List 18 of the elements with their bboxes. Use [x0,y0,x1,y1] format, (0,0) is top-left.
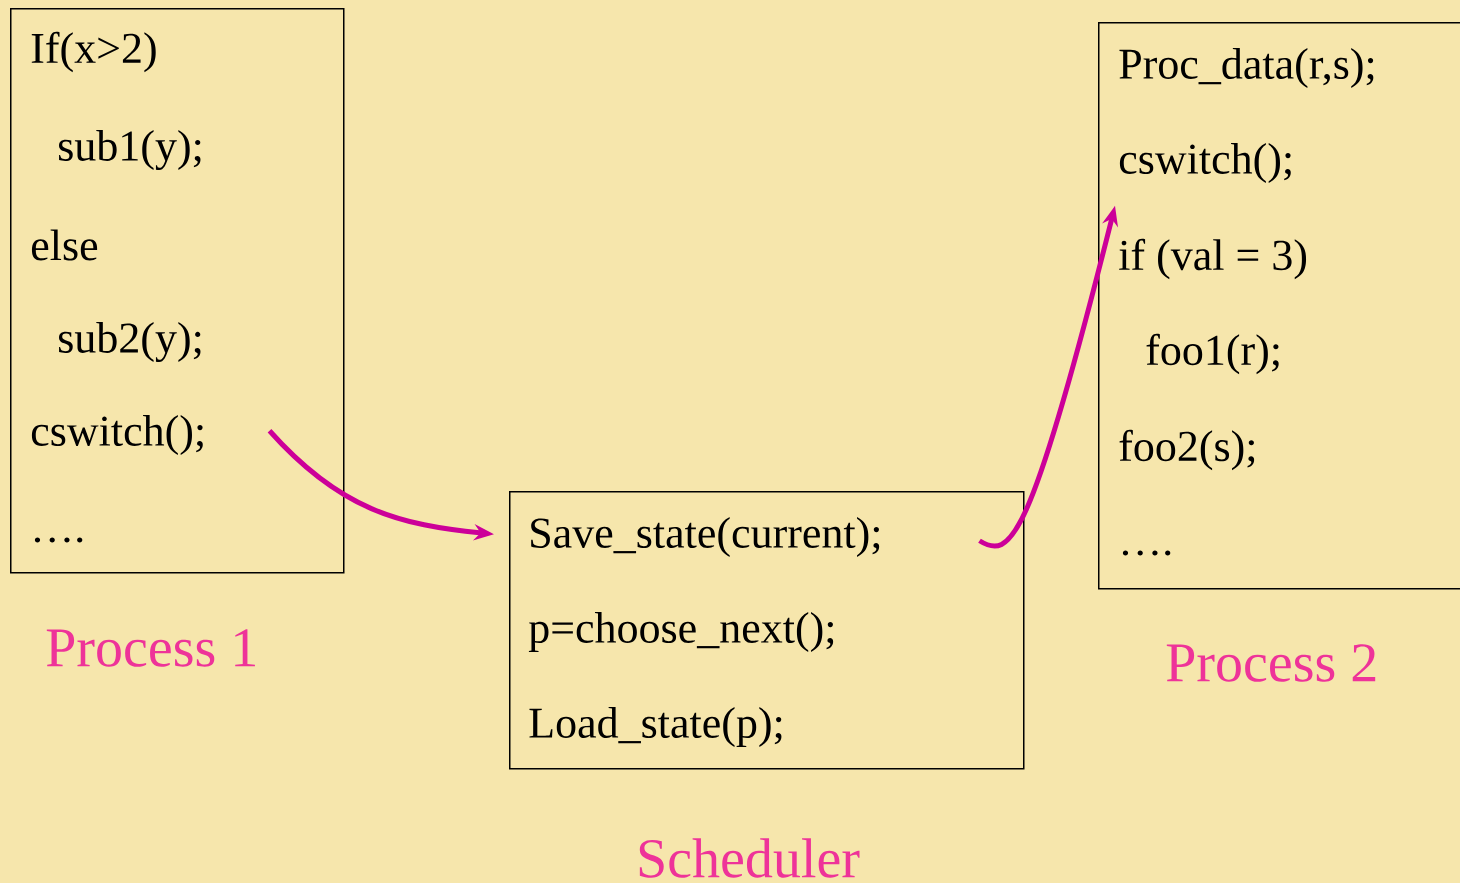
code-line: Save_state(current); [531,517,880,557]
process-label: Process 2 [1166,644,1376,682]
code-line: foo2(s); [1119,429,1255,471]
code-line: Load_state(p); [529,707,782,747]
code-line: foo1(r); [1146,333,1279,375]
code-line: if (val = 3) [1119,238,1307,280]
code-line: cswitch(); [31,415,203,455]
code-line: sub2(y); [59,322,201,362]
process-label: Scheduler [639,838,860,878]
code-line: p=choose_next(); [528,612,834,652]
code-line: else [31,229,98,261]
code-line: …. [1122,550,1171,556]
code-line: …. [34,537,83,543]
code-line: Proc_data(r,s); [1119,48,1374,88]
code-line: If(x>2) [31,31,156,73]
code-line: cswitch(); [1119,143,1291,183]
code-line: sub1(y); [59,130,201,170]
process-label: Process 1 [46,629,255,667]
